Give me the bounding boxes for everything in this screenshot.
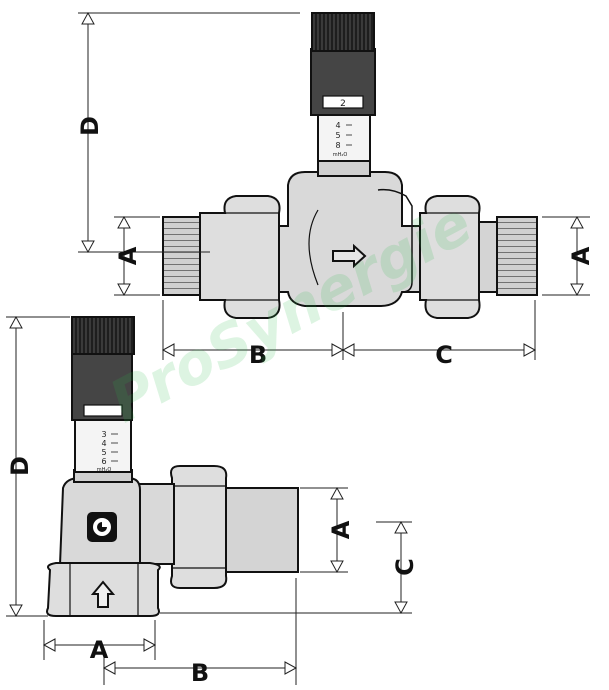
top-scale-value-3: 8 (335, 141, 340, 150)
bottom-dimension-a-vertical-label: A (327, 520, 355, 539)
top-dimension-a-left-label: A (114, 246, 142, 265)
top-right-connector (478, 221, 498, 293)
bottom-indicator-window (83, 404, 123, 417)
top-dimension-b-label: B (249, 341, 267, 369)
top-dimension-d-label: D (76, 116, 104, 136)
bottom-side-outlet (225, 487, 299, 573)
bottom-dimension-c-label: C (391, 558, 419, 576)
top-dimension-lines (78, 11, 590, 360)
top-flow-arrow-icon (332, 243, 367, 269)
top-knob[interactable] (311, 12, 375, 52)
top-indicator-window (322, 95, 364, 109)
bottom-scale-unit: mH₂O (97, 467, 112, 473)
top-scale-value-1: 4 (335, 121, 340, 130)
top-knob-number: 2 (340, 99, 346, 109)
top-scale-value-2: 5 (335, 131, 340, 140)
top-valve (162, 12, 538, 319)
bottom-scale-tube (74, 417, 132, 473)
bottom-knob[interactable] (71, 316, 135, 355)
top-scale-unit: mH₂O (333, 152, 348, 158)
bottom-valve (46, 316, 299, 617)
top-dimension-a-right-label: A (567, 246, 595, 265)
top-left-thread (162, 216, 204, 296)
bottom-dimension-lines (6, 315, 412, 685)
bottom-scale-value-1: 3 (101, 430, 106, 439)
bottom-dimension-a-horizontal-label: A (90, 636, 109, 664)
bottom-side-nut (170, 465, 228, 589)
bottom-dimension-b-label: B (191, 659, 209, 687)
bottom-scale-value-4: 6 (101, 457, 106, 466)
top-dimension-c-label: C (435, 341, 453, 369)
bottom-dimension-d-label: D (6, 456, 34, 476)
bottom-flow-arrow-icon (90, 580, 116, 608)
top-right-thread (496, 216, 538, 296)
bottom-scale-value-3: 5 (101, 448, 106, 457)
top-bonnet (317, 159, 371, 177)
top-scale-tube (317, 112, 371, 162)
bottom-scale-value-2: 4 (101, 439, 106, 448)
